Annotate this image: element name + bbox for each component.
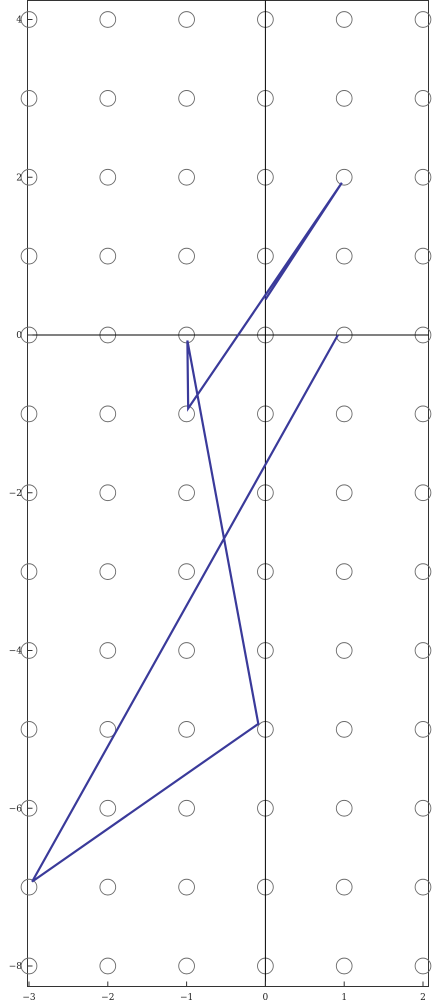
lattice-circle xyxy=(20,168,38,186)
lattice-circle xyxy=(178,247,195,265)
lattice-circle xyxy=(20,11,38,28)
lattice-circle xyxy=(178,642,195,659)
lattice-circle xyxy=(99,878,117,896)
x-tick-label: 0 xyxy=(263,993,269,1003)
lattice-circle xyxy=(20,799,38,817)
axis-ticks: −3 −2 −1 0 1 2 −8 −6 −4 −2 0 2 4 xyxy=(9,16,426,1004)
lattice-circle xyxy=(335,878,353,896)
lattice-circle xyxy=(99,11,117,28)
lattice-circle xyxy=(178,799,195,817)
plot-frame xyxy=(27,0,429,987)
lattice-circle xyxy=(99,563,117,580)
lattice-circle xyxy=(335,957,353,975)
x-tick-label: −2 xyxy=(101,993,114,1003)
y-tick-label: 0 xyxy=(16,331,22,341)
lattice-circle xyxy=(414,878,432,896)
lattice-circle xyxy=(414,11,432,28)
lattice-circle xyxy=(178,405,195,423)
lattice-circle xyxy=(99,247,117,265)
lattice-circle xyxy=(414,563,432,580)
lattice-circle xyxy=(414,247,432,265)
lattice-circle xyxy=(99,642,117,659)
lattice-circle xyxy=(414,642,432,659)
lattice-circle xyxy=(335,247,353,265)
lattice-circle xyxy=(335,642,353,659)
lattice-circle xyxy=(178,484,195,502)
lattice-circle xyxy=(99,957,117,975)
lattice-circle xyxy=(414,168,432,186)
lattice-circle xyxy=(99,90,117,107)
lattice-circle xyxy=(414,721,432,738)
circle-lattice xyxy=(20,11,432,975)
lattice-circle xyxy=(20,247,38,265)
lattice-circle xyxy=(335,90,353,107)
lattice-circle xyxy=(335,11,353,28)
lattice-circle xyxy=(178,721,195,738)
lattice-circle xyxy=(20,642,38,659)
lattice-circle xyxy=(335,168,353,186)
data-path-line xyxy=(31,182,343,883)
y-tick-label: 4 xyxy=(16,16,22,26)
lattice-circle xyxy=(20,90,38,107)
lattice-circle xyxy=(99,799,117,817)
lattice-circle xyxy=(20,878,38,896)
lattice-circle xyxy=(20,484,38,502)
y-tick-label: −8 xyxy=(9,962,23,972)
lattice-circle xyxy=(99,168,117,186)
lattice-circle xyxy=(99,405,117,423)
y-tick-label: −6 xyxy=(9,804,23,814)
lattice-circle xyxy=(178,11,195,28)
y-tick-label: −2 xyxy=(9,489,22,499)
lattice-circle xyxy=(20,721,38,738)
lattice-circle xyxy=(99,484,117,502)
y-tick-label: −4 xyxy=(9,647,23,657)
lattice-circle xyxy=(414,957,432,975)
lattice-circle xyxy=(335,721,353,738)
lattice-circle xyxy=(178,878,195,896)
x-tick-label: −3 xyxy=(22,993,36,1003)
lattice-circle xyxy=(178,957,195,975)
lattice-circle xyxy=(414,799,432,817)
lattice-circle xyxy=(99,721,117,738)
lattice-circle xyxy=(178,168,195,186)
lattice-circle xyxy=(335,405,353,423)
lattice-circle xyxy=(414,405,432,423)
lattice-circle xyxy=(335,484,353,502)
lattice-circle xyxy=(335,563,353,580)
lattice-circle xyxy=(414,90,432,107)
x-tick-label: 2 xyxy=(420,993,426,1003)
lattice-circle xyxy=(335,799,353,817)
lattice-circle xyxy=(20,957,38,975)
y-tick-label: 2 xyxy=(16,173,22,183)
x-tick-label: 1 xyxy=(341,993,347,1003)
lattice-circle xyxy=(414,484,432,502)
lattice-circle xyxy=(20,563,38,580)
lattice-circle xyxy=(178,90,195,107)
lattice-circle xyxy=(178,563,195,580)
x-tick-label: −1 xyxy=(180,993,193,1003)
lattice-circle xyxy=(20,405,38,423)
